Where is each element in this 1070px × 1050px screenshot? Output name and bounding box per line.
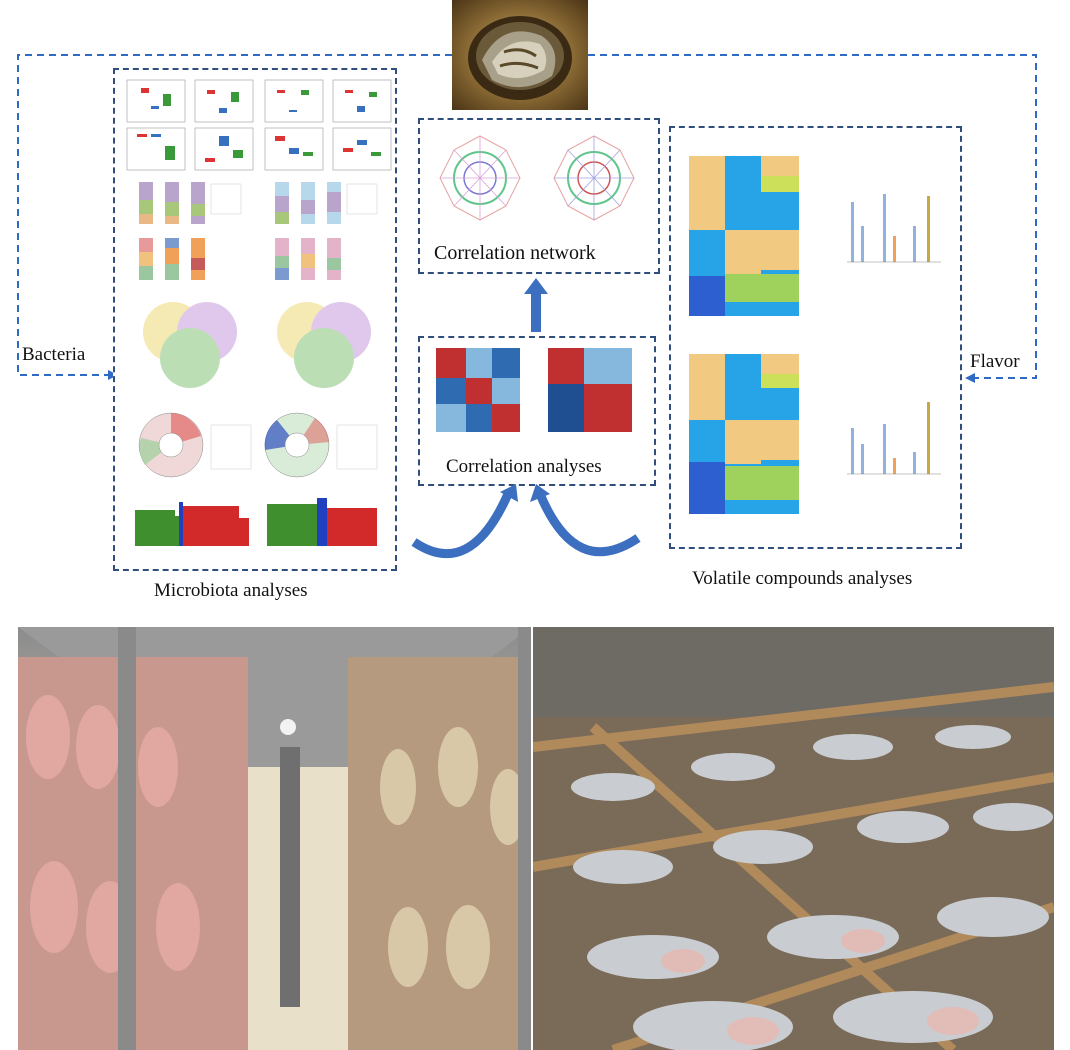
microbiota-label: Microbiota analyses xyxy=(154,580,308,601)
drying-room-photo xyxy=(18,627,531,1050)
flavor-label: Flavor xyxy=(968,351,1022,373)
drying-racks-photo xyxy=(533,627,1054,1050)
network-graph-a xyxy=(439,135,521,221)
top-photo xyxy=(452,0,588,110)
correlation-analyses-label: Correlation analyses xyxy=(446,456,602,477)
volatile-heatmap-2 xyxy=(689,354,799,514)
volatile-label: Volatile compounds analyses xyxy=(692,568,913,589)
correlation-network-label: Correlation network xyxy=(434,242,596,264)
up-arrow-icon xyxy=(524,278,548,332)
correlation-analyses-panel: Correlation analyses xyxy=(418,336,656,486)
volatile-heatmap-1 xyxy=(689,156,799,316)
bacteria-label: Bacteria xyxy=(20,344,88,366)
network-graphs xyxy=(439,135,635,221)
venn-diagrams xyxy=(143,302,371,388)
fish-drying-racks-photo-icon xyxy=(533,627,1054,1050)
stacked-bars-top xyxy=(139,182,378,224)
curved-arrows xyxy=(411,484,641,559)
cladograms xyxy=(138,412,378,478)
volatile-bars-2 xyxy=(847,402,941,475)
correlation-network-panel: Correlation network xyxy=(418,118,660,274)
volatile-figures xyxy=(689,156,941,514)
heatmap-b xyxy=(548,348,632,432)
volatile-bars-1 xyxy=(847,194,941,263)
correlation-heatmaps xyxy=(436,348,632,432)
drying-room-hanging-fish-photo-icon xyxy=(18,627,531,1050)
heatmap-a xyxy=(436,348,520,432)
curved-arrow-left-icon xyxy=(500,484,518,502)
network-graph-b xyxy=(553,135,635,221)
curved-arrow-right-icon xyxy=(530,484,550,502)
box-plots xyxy=(126,79,392,171)
lda-charts xyxy=(135,498,377,546)
microbiota-panel xyxy=(113,68,397,571)
microbiota-figures xyxy=(126,79,392,546)
salted-fish-jar-photo-icon xyxy=(468,16,572,100)
stacked-bars-bottom xyxy=(139,238,341,280)
volatile-panel xyxy=(669,126,962,549)
